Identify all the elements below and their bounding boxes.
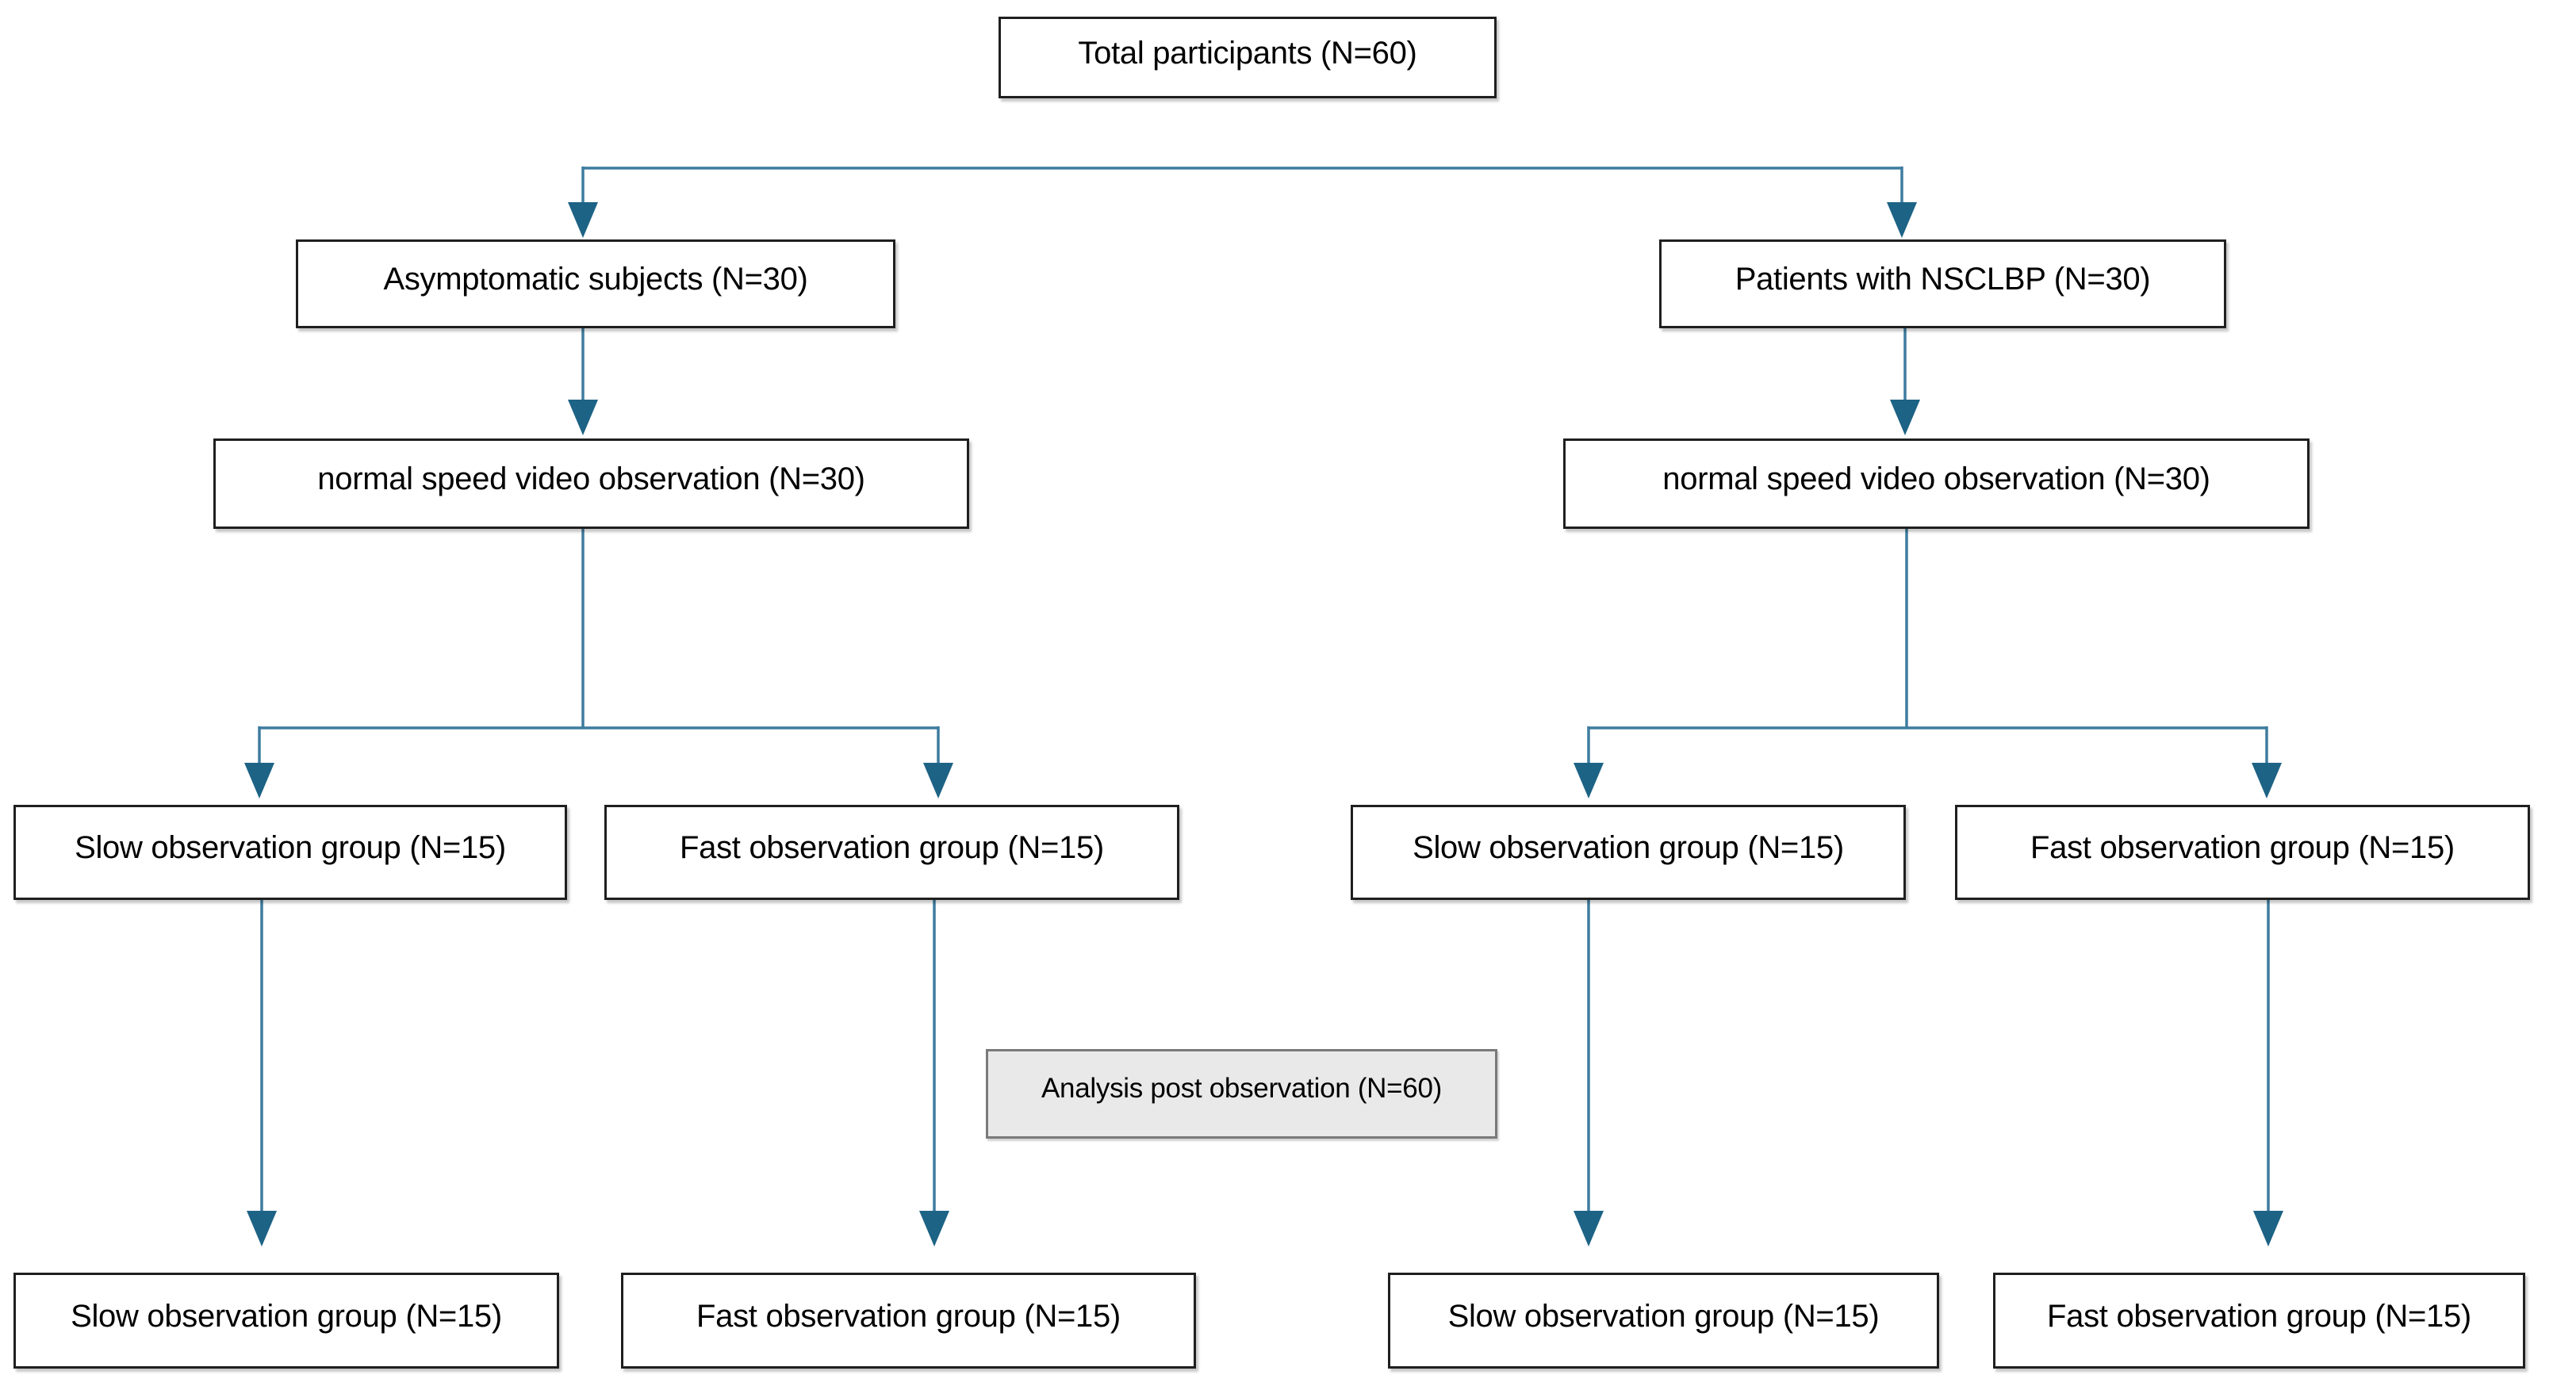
- node-fast-group-mid-right: Fast observation group (N=15): [1955, 805, 2530, 900]
- node-normal-speed-observation-right: normal speed video observation (N=30): [1563, 438, 2310, 529]
- node-slow-group-bottom-right: Slow observation group (N=15): [1388, 1273, 1939, 1369]
- node-fast-group-mid-left: Fast observation group (N=15): [604, 805, 1179, 900]
- node-fast-group-bottom-right: Fast observation group (N=15): [1993, 1273, 2525, 1369]
- node-asymptomatic-subjects: Asymptomatic subjects (N=30): [296, 239, 895, 328]
- node-normal-speed-observation-left: normal speed video observation (N=30): [213, 438, 969, 529]
- node-analysis-post-observation: Analysis post observation (N=60): [986, 1049, 1497, 1139]
- node-total-participants: Total participants (N=60): [999, 17, 1497, 98]
- node-fast-group-bottom-left: Fast observation group (N=15): [621, 1273, 1196, 1369]
- node-slow-group-bottom-left: Slow observation group (N=15): [13, 1273, 559, 1369]
- node-patients-nsclbp: Patients with NSCLBP (N=30): [1659, 239, 2226, 328]
- node-slow-group-mid-left: Slow observation group (N=15): [13, 805, 567, 900]
- node-slow-group-mid-right: Slow observation group (N=15): [1351, 805, 1906, 900]
